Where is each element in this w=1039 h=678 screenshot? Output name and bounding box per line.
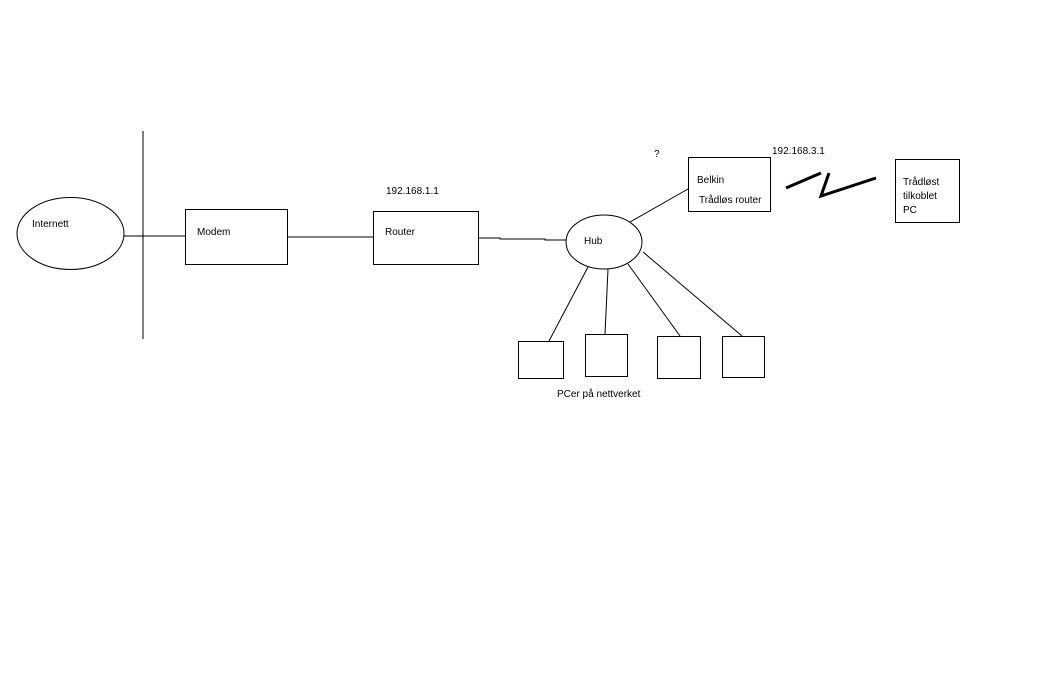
hub-label: Hub [584, 236, 603, 247]
edge-hub-pc3 [627, 263, 681, 337]
pcs-label: PCer på nettverket [557, 389, 641, 400]
wireless-pc-label-line1: Trådløst [903, 177, 940, 188]
modem-label: Modem [197, 227, 231, 238]
pc-node-2 [585, 334, 628, 377]
wireless-link-segment [818, 172, 877, 199]
wireless-pc-label-line2: tilkoblet [903, 191, 937, 202]
edge-hub-pc1 [548, 266, 589, 342]
edge-hub-pc4 [642, 251, 743, 337]
router-ip-label: 192.168.1.1 [386, 186, 439, 197]
modem-node [185, 209, 288, 265]
edge-hub-pc2 [604, 268, 609, 335]
pc-node-1 [518, 341, 564, 379]
belkin-question-note: ? [654, 149, 660, 160]
wireless-pc-label-line3: PC [903, 205, 917, 216]
internet-label: Internett [32, 219, 69, 230]
belkin-ip-label: 192.168.3.1 [772, 146, 825, 157]
belkin-label: Belkin [697, 175, 725, 186]
edge-router-hub [479, 237, 566, 241]
pc-node-3 [657, 336, 701, 379]
router-label: Router [385, 227, 416, 238]
hub-node [565, 214, 643, 270]
wireless-pc-node [895, 159, 960, 223]
edge-hub-belkin [629, 188, 689, 223]
pc-node-4 [722, 336, 765, 378]
router-node [373, 211, 479, 265]
belkin-node [688, 157, 771, 212]
internet-node [16, 197, 125, 270]
belkin-sublabel: Trådløs router [699, 195, 762, 206]
wireless-link-segment [785, 171, 822, 190]
